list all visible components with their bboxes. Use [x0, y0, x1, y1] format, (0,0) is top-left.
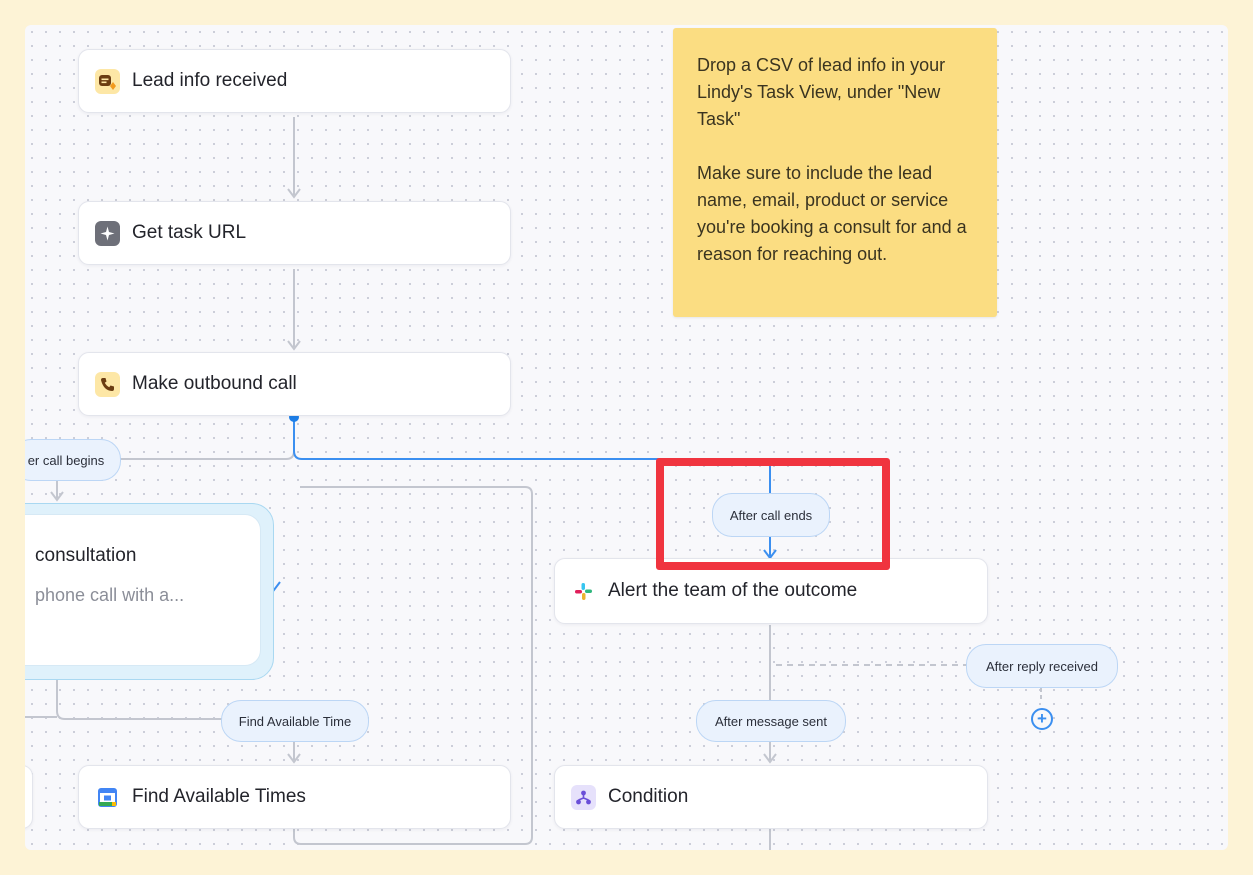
agent-step-inner: consultation phone call with a... — [25, 514, 261, 666]
agent-step-card[interactable]: consultation phone call with a... — [25, 503, 274, 680]
pill-after-call-ends[interactable]: After call ends — [712, 493, 830, 537]
agent-step-title: consultation — [35, 545, 137, 566]
node-get-task-url[interactable]: Get task URL — [78, 201, 511, 265]
node-label: Lead info received — [132, 70, 288, 91]
node-label: Make outbound call — [132, 373, 297, 394]
phone-icon — [95, 371, 120, 397]
google-calendar-icon — [95, 785, 120, 810]
node-condition[interactable]: Condition — [554, 765, 988, 829]
plus-circle-icon[interactable]: + — [1031, 708, 1053, 730]
node-label: Get task URL — [132, 222, 247, 243]
sparkle-icon — [95, 220, 120, 246]
sticky-note-paragraph-2: Make sure to include the lead name, emai… — [697, 163, 967, 264]
pill-after-call-begins[interactable]: er call begins — [25, 439, 121, 481]
sticky-note-paragraph-1: Drop a CSV of lead info in your Lindy's … — [697, 55, 946, 129]
pill-after-message-sent[interactable]: After message sent — [696, 700, 846, 742]
agent-step-description: phone call with a... — [35, 585, 185, 605]
node-make-outbound-call[interactable]: Make outbound call — [78, 352, 511, 416]
node-lead-info-received[interactable]: Lead info received — [78, 49, 511, 113]
highlight-annotation-box — [656, 458, 890, 570]
sticky-note[interactable]: Drop a CSV of lead info in your Lindy's … — [673, 28, 997, 317]
node-find-available-times[interactable]: Find Available Times — [78, 765, 511, 829]
node-partial-left[interactable] — [25, 765, 33, 829]
pill-after-reply-received[interactable]: After reply received — [966, 644, 1118, 688]
slack-icon — [571, 579, 596, 604]
workflow-canvas[interactable]: Drop a CSV of lead info in your Lindy's … — [25, 25, 1228, 850]
node-label: Find Available Times — [132, 786, 306, 807]
pill-find-available-time[interactable]: Find Available Time — [221, 700, 369, 742]
chat-bubble-icon — [95, 68, 120, 94]
node-label: Alert the team of the outcome — [608, 580, 858, 601]
branch-icon — [571, 784, 596, 810]
node-label: Condition — [608, 786, 689, 807]
